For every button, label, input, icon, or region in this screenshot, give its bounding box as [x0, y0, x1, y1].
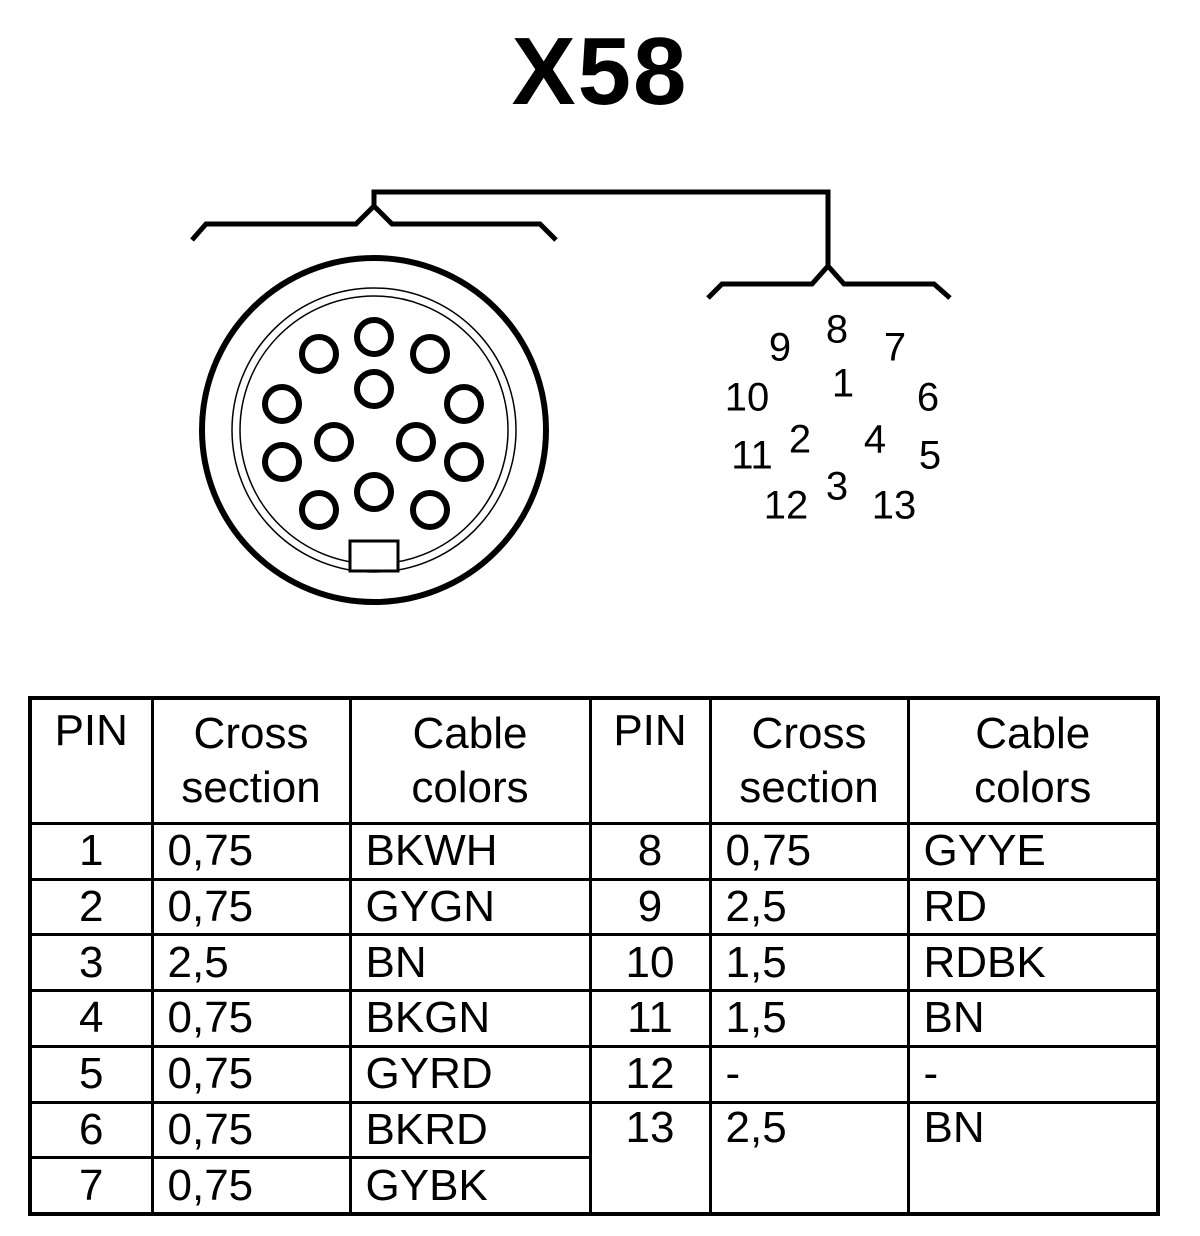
bracket-left — [190, 202, 558, 242]
cable-color-cell: BKRD — [348, 1100, 592, 1160]
bracket-right — [706, 262, 952, 300]
socket-hole — [299, 490, 339, 530]
connector-title: X58 — [511, 18, 689, 125]
pin-number-label: 2 — [789, 418, 811, 462]
pin-cell: 8 — [588, 822, 712, 881]
cable-color-cell: BN — [906, 1100, 1160, 1216]
cross-section-cell: 0,75 — [150, 989, 352, 1048]
socket-outer-ring — [199, 255, 549, 605]
pin-cell: 11 — [588, 989, 712, 1048]
header-pin-right: PIN — [588, 696, 712, 825]
table-row: 4 0,75 BKGN 11 1,5 BN — [28, 989, 1160, 1048]
table-row: 5 0,75 GYRD 12 - - — [28, 1044, 1160, 1104]
header-cross-section-left: Cross section — [150, 696, 352, 825]
bracket-lines — [190, 189, 952, 300]
cable-color-cell: BKGN — [348, 989, 592, 1048]
pin-number-label: 1 — [832, 362, 854, 406]
socket-hole — [410, 490, 450, 530]
table-row: 3 2,5 BN 10 1,5 RDBK — [28, 933, 1160, 993]
socket-hole — [314, 422, 354, 462]
socket-hole — [262, 384, 302, 424]
table-row: 6 0,75 BKRD 13 2,5 BN — [28, 1100, 1160, 1216]
cable-color-cell: - — [906, 1044, 1160, 1104]
socket-hole — [444, 442, 484, 482]
cross-section-cell: 1,5 — [708, 933, 910, 993]
pin-number-label: 3 — [826, 465, 848, 509]
cable-color-cell: BKWH — [348, 822, 592, 881]
pin-cell: 9 — [588, 877, 712, 937]
cable-color-cell: RDBK — [906, 933, 1160, 993]
cable-color-cell: GYBK — [348, 1156, 592, 1216]
pin-number-label: 10 — [725, 376, 770, 420]
table-row: 7 0,75 GYBK — [28, 1156, 1158, 1216]
header-cross-section-right: Cross section — [708, 696, 910, 825]
cross-section-cell: 0,75 — [150, 1100, 352, 1160]
cable-color-cell: GYRD — [348, 1044, 592, 1104]
pin-cell: 10 — [588, 933, 712, 993]
pin-cell: 13 — [588, 1100, 712, 1216]
pin-cell: 5 — [28, 1044, 154, 1104]
header-pin-left: PIN — [28, 696, 154, 825]
cross-section-cell: 0,75 — [150, 1156, 352, 1216]
pin-cell: 2 — [28, 877, 154, 937]
cross-section-cell: 0,75 — [150, 877, 352, 937]
socket-holes — [262, 317, 484, 530]
socket-face — [199, 255, 549, 605]
table-header-row: PIN Cross section Cable colors PIN Cross… — [28, 696, 1160, 825]
cross-section-cell: 0,75 — [150, 822, 352, 881]
pin-cell: 12 — [588, 1044, 712, 1104]
cable-color-cell: RD — [906, 877, 1160, 937]
socket-hole — [354, 472, 394, 512]
pin-number-label: 6 — [917, 376, 939, 420]
pin-cell: 3 — [28, 933, 154, 993]
pin-number-label: 13 — [872, 484, 917, 528]
pin-number-label: 5 — [919, 434, 941, 478]
pin-number-label: 4 — [864, 418, 886, 462]
pin-number-label: 11 — [731, 434, 773, 478]
cross-section-cell: 0,75 — [708, 822, 910, 881]
socket-key-notch — [348, 539, 400, 573]
pin-number-label: 7 — [884, 326, 906, 370]
cross-section-cell: 2,5 — [150, 933, 352, 993]
pin-number-label: 8 — [826, 308, 848, 352]
header-cable-colors-left: Cable colors — [348, 696, 592, 825]
table-row: 1 0,75 BKWH 8 0,75 GYYE — [28, 822, 1160, 881]
cross-section-cell: 1,5 — [708, 989, 910, 1048]
cross-section-cell: 2,5 — [708, 877, 910, 937]
table-row: 2 0,75 GYGN 9 2,5 RD — [28, 877, 1160, 937]
socket-hole — [354, 369, 394, 409]
cable-color-cell: GYYE — [906, 822, 1160, 881]
cross-section-cell: - — [708, 1044, 910, 1104]
cross-section-cell: 2,5 — [708, 1100, 910, 1216]
pin-cell: 1 — [28, 822, 154, 881]
socket-hole — [299, 334, 339, 374]
socket-hole — [354, 317, 394, 357]
cross-section-cell: 0,75 — [150, 1044, 352, 1104]
pin-number-label: 12 — [764, 484, 809, 528]
socket-hole — [396, 422, 436, 462]
bracket-connector-line — [371, 189, 831, 266]
pin-cell: 4 — [28, 989, 154, 1048]
cable-color-cell: BN — [348, 933, 592, 993]
cable-color-cell: BN — [906, 989, 1160, 1048]
pin-cell: 7 — [28, 1156, 154, 1216]
socket-hole — [444, 384, 484, 424]
cable-color-cell: GYGN — [348, 877, 592, 937]
socket-hole — [262, 442, 302, 482]
pin-cell: 6 — [28, 1100, 154, 1160]
socket-hole — [410, 334, 450, 374]
pin-number-label: 9 — [769, 326, 791, 370]
pinout-table: PIN Cross section Cable colors PIN Cross… — [28, 696, 1160, 1216]
header-cable-colors-right: Cable colors — [906, 696, 1160, 825]
